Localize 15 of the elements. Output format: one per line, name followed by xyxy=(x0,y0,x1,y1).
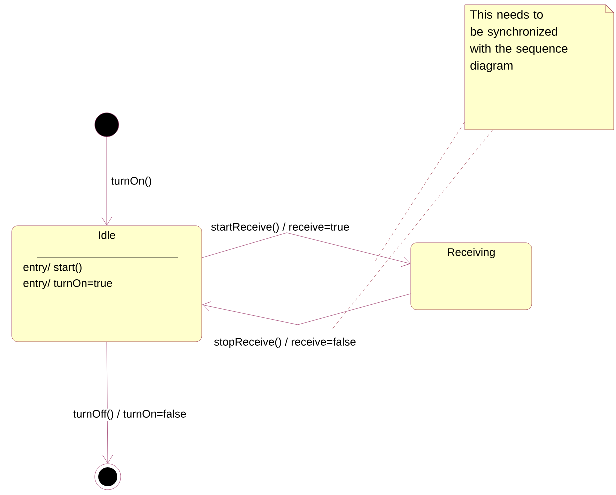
transition-arrow xyxy=(202,294,411,326)
transition-arrow xyxy=(202,232,411,267)
leader-line xyxy=(332,130,494,330)
initial-state-dot xyxy=(94,112,120,138)
edge-label: turnOn() xyxy=(111,176,152,188)
state-box: Receiving xyxy=(410,242,532,310)
final-state-symbol xyxy=(94,464,122,490)
transition-arrow xyxy=(102,342,114,464)
edge-label: stopReceive() / receive=false xyxy=(214,338,356,348)
state-box: Idle entry/ start() entry/ turnOn=true xyxy=(12,226,202,342)
leader-line xyxy=(374,122,466,262)
note-box: This needs to be synchronized with the sequence diagram xyxy=(464,4,614,130)
transition-arrow xyxy=(102,137,112,226)
edge-label: turnOff() / turnOn=false xyxy=(74,410,186,420)
edge-label: startReceive() / receive=true xyxy=(212,222,350,234)
